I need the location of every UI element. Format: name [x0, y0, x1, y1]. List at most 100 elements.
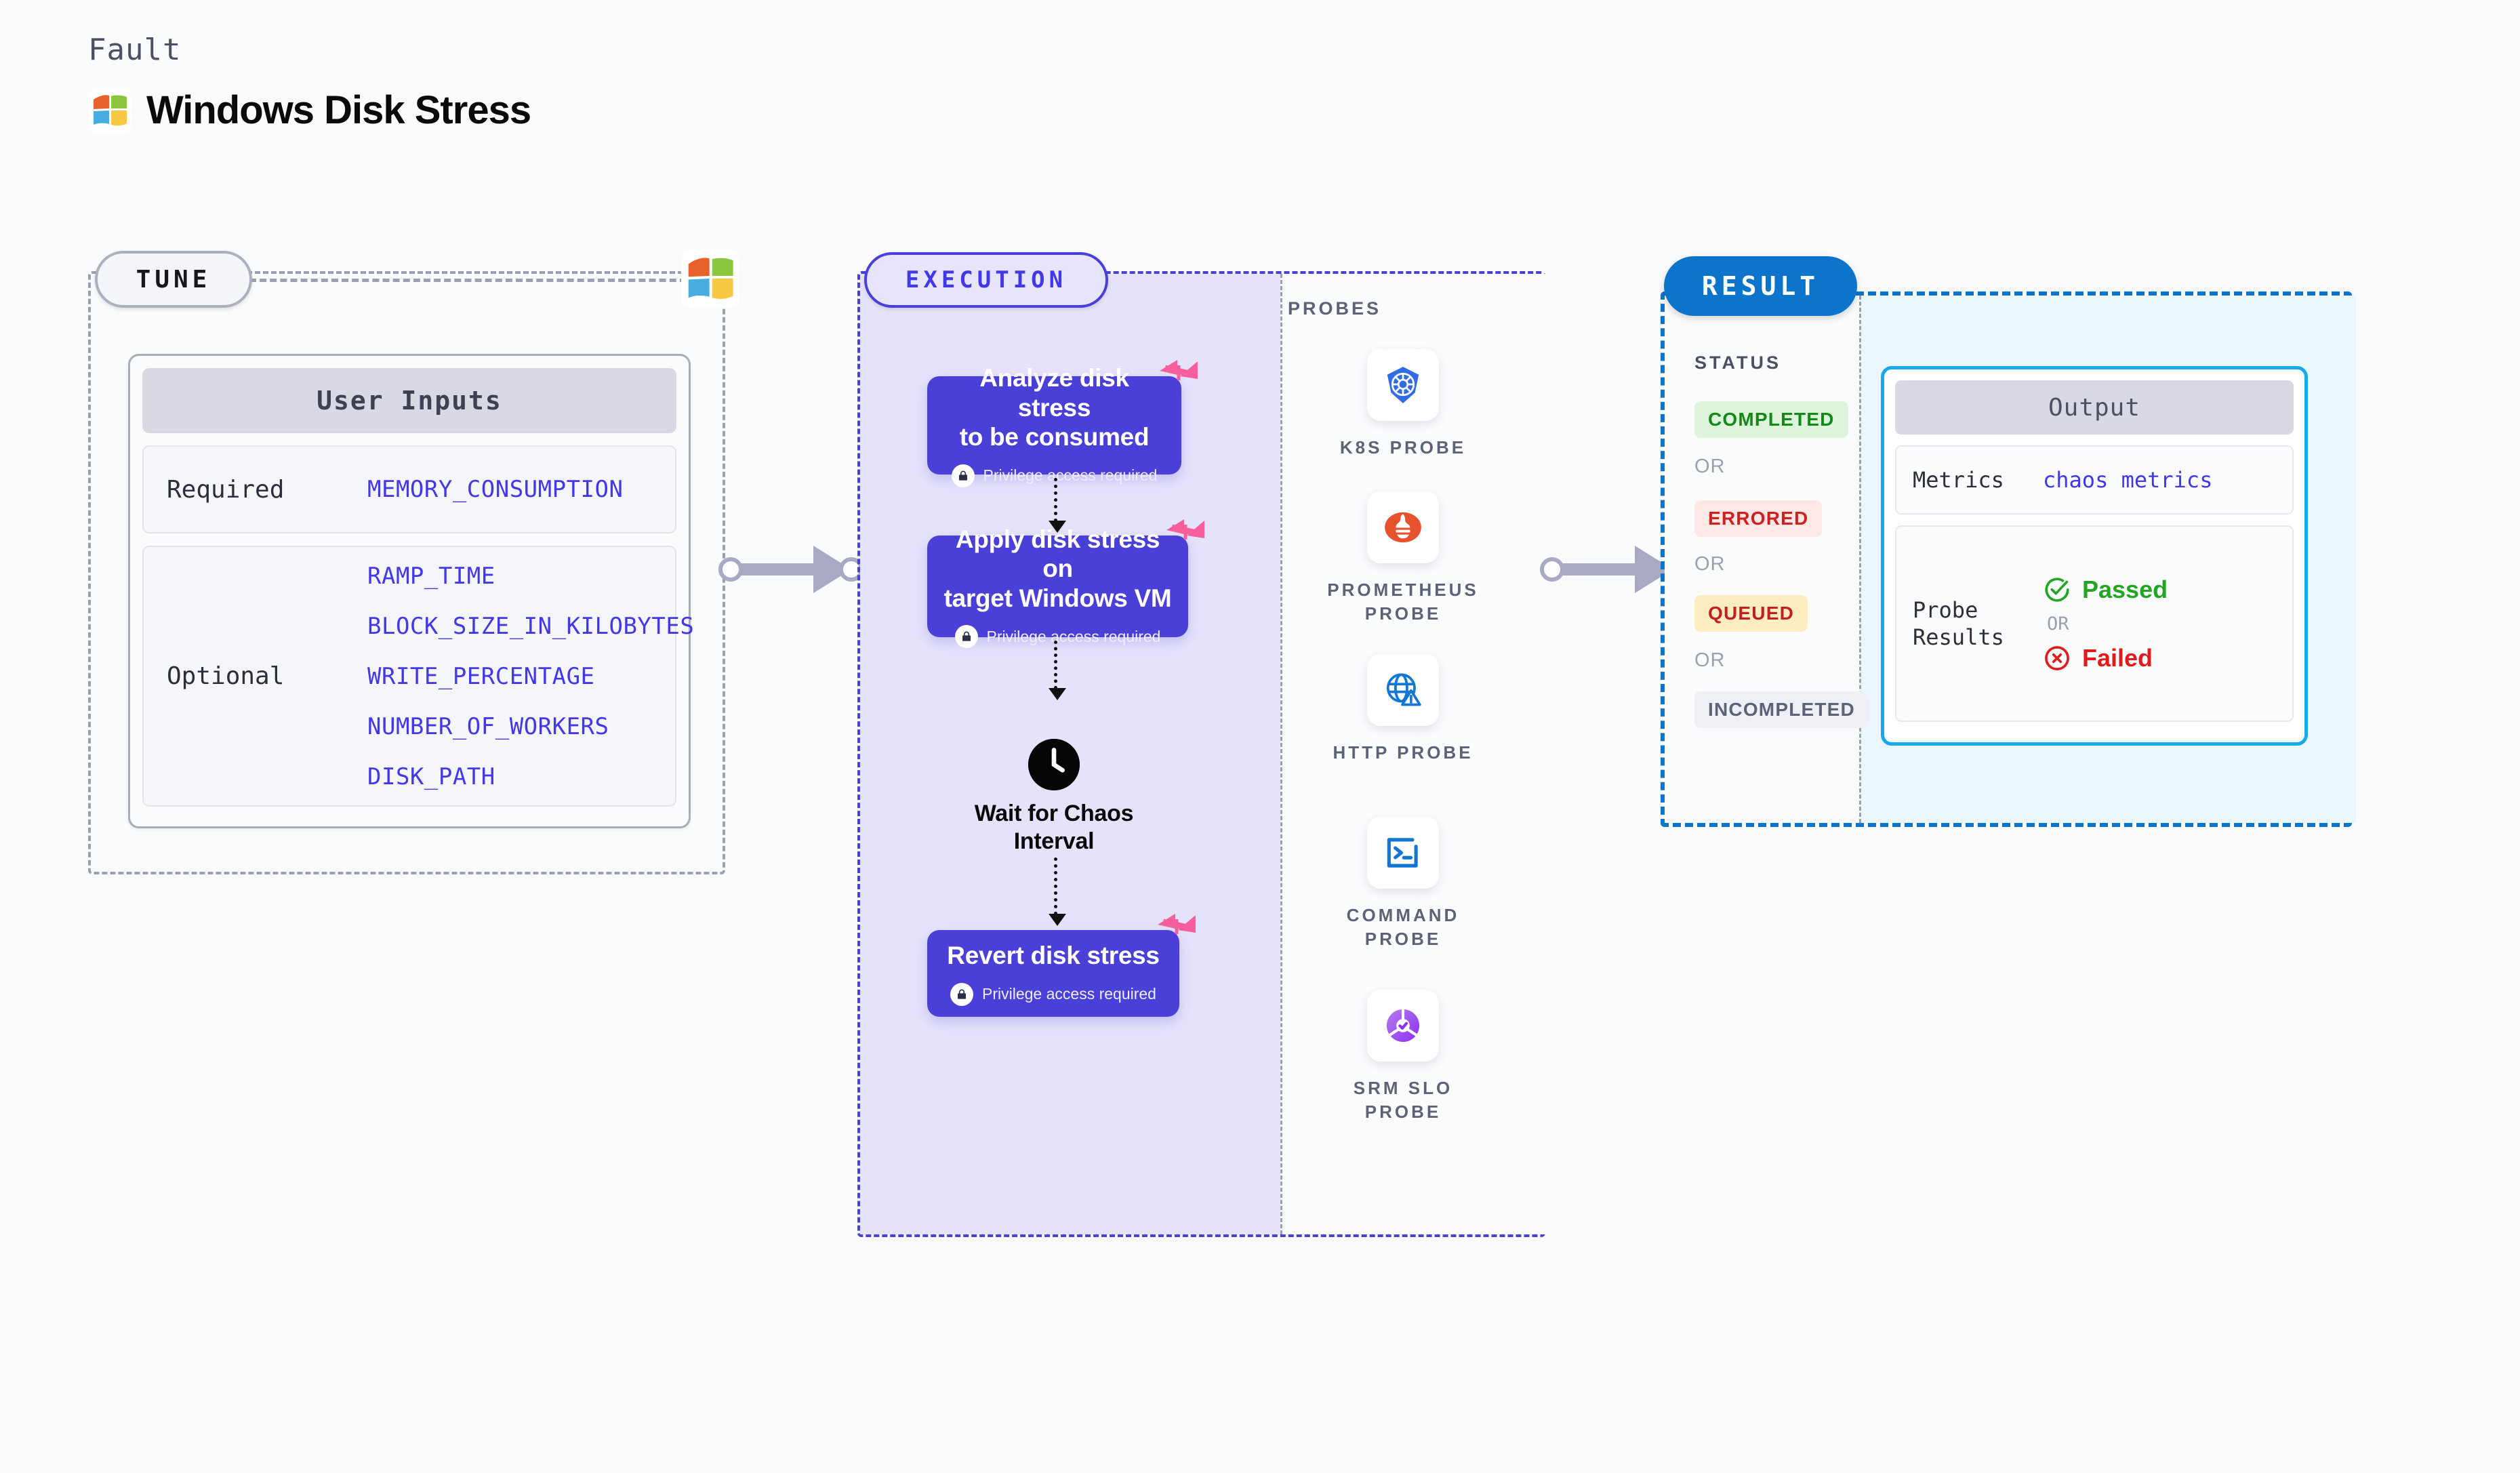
optional-label: Optional: [167, 662, 285, 690]
probe-label: PROMETHEUS PROBE: [1327, 578, 1478, 626]
step-title-line1: Apply disk stress on: [955, 525, 1160, 583]
tune-badge[interactable]: TUNE: [95, 251, 252, 308]
hub-ribbon-icon: [1166, 519, 1204, 540]
param-ramp-time[interactable]: RAMP_TIME: [367, 562, 495, 590]
lock-icon: [950, 982, 974, 1006]
probe-label: HTTP PROBE: [1333, 741, 1473, 765]
probe-label-line1: K8S PROBE: [1339, 437, 1467, 458]
step-apply-disk-stress[interactable]: Apply disk stress on target Windows VM P…: [927, 519, 1204, 649]
windows-logo-icon: [681, 249, 739, 308]
or-separator: OR: [1694, 456, 1726, 477]
privilege-note-label: Privilege access required: [986, 627, 1161, 645]
param-memory-consumption[interactable]: MEMORY_CONSUMPTION: [367, 476, 624, 503]
connector-1: [1049, 478, 1066, 533]
status-badge-errored: ERRORED: [1694, 500, 1823, 537]
wait-label-line2: Interval: [1013, 828, 1095, 854]
probe-result-failed: Failed: [2043, 644, 2168, 672]
step-title-line2: to be consumed: [959, 423, 1150, 451]
privilege-note: Privilege access required: [951, 464, 1158, 487]
probe-results-values: Passed OR Failed: [2043, 576, 2168, 672]
or-separator: OR: [1694, 649, 1726, 671]
hub-ribbon-icon: [1160, 360, 1198, 380]
privilege-note: Privilege access required: [950, 982, 1156, 1006]
fault-kicker: Fault: [88, 33, 182, 67]
required-values: MEMORY_CONSUMPTION: [367, 476, 623, 503]
tune-dash-connector: [249, 279, 697, 282]
probe-label-line1: HTTP PROBE: [1333, 742, 1474, 763]
step-title-line2: target Windows VM: [943, 584, 1172, 612]
execution-probes-background: [1280, 274, 1548, 1234]
page-header: Fault Windows Disk Stress: [88, 33, 531, 133]
wait-label-line1: Wait for Chaos: [974, 801, 1134, 826]
probe-http[interactable]: HTTP PROBE: [1301, 654, 1505, 765]
probe-results-row: Probe Results Passed OR Failed: [1895, 525, 2294, 722]
page-title: Windows Disk Stress: [146, 88, 531, 132]
probe-label: K8S PROBE: [1340, 436, 1466, 460]
lock-icon: [951, 464, 975, 487]
probe-label-line1: COMMAND: [1346, 905, 1460, 925]
http-globe-icon: [1367, 654, 1439, 726]
connector-3: [1049, 857, 1066, 926]
check-circle-icon: [2045, 577, 2069, 602]
lock-icon: [954, 625, 978, 649]
kubernetes-icon: [1367, 349, 1439, 421]
result-badge[interactable]: RESULT: [1664, 256, 1857, 316]
hub-ribbon-icon: [1158, 914, 1196, 934]
user-inputs-card: User Inputs Required MEMORY_CONSUMPTION …: [128, 354, 694, 828]
probe-command[interactable]: COMMAND PROBE: [1301, 817, 1505, 951]
probe-result-passed: Passed: [2043, 576, 2168, 604]
execution-badge[interactable]: EXECUTION: [864, 252, 1108, 308]
status-badge-completed: COMPLETED: [1694, 401, 1848, 438]
title-row: Windows Disk Stress: [88, 87, 531, 133]
optional-values: RAMP_TIME BLOCK_SIZE_IN_KILOBYTES WRITE_…: [367, 563, 694, 790]
optional-inputs-group: Optional RAMP_TIME BLOCK_SIZE_IN_KILOBYT…: [142, 546, 694, 807]
probe-srm-slo[interactable]: SRM SLO PROBE: [1301, 990, 1505, 1124]
flow-arrow-tune-to-execution: [718, 546, 864, 593]
step-analyze-disk-stress[interactable]: Analyze disk stress to be consumed Privi…: [927, 360, 1198, 487]
step-title-line1: Revert disk stress: [947, 942, 1160, 970]
required-inputs-group: Required MEMORY_CONSUMPTION: [142, 445, 676, 533]
probe-results-label-line1: Probe: [1913, 597, 1978, 623]
param-disk-path[interactable]: DISK_PATH: [367, 763, 495, 790]
param-write-percentage[interactable]: WRITE_PERCENTAGE: [367, 662, 595, 690]
probe-label-line2: PROBE: [1364, 929, 1442, 950]
param-number-of-workers[interactable]: NUMBER_OF_WORKERS: [367, 712, 609, 740]
connector-2: [1049, 641, 1066, 700]
tune-panel: User Inputs Required MEMORY_CONSUMPTION …: [88, 271, 725, 874]
probe-label-line2: PROBE: [1364, 603, 1442, 624]
wait-for-chaos-interval-label: Wait for Chaos Interval: [912, 800, 1196, 855]
prometheus-icon: [1367, 491, 1439, 563]
probe-k8s[interactable]: K8S PROBE: [1301, 349, 1505, 460]
probe-label-line2: PROBE: [1364, 1102, 1442, 1123]
metrics-row: Metrics chaos metrics: [1895, 445, 2294, 514]
metrics-label: Metrics: [1913, 467, 2004, 493]
privilege-note-label: Privilege access required: [983, 466, 1158, 485]
x-circle-icon: [2045, 645, 2069, 670]
srm-slo-icon: [1367, 990, 1439, 1062]
result-status-column: [1665, 296, 1861, 823]
status-title: STATUS: [1694, 352, 1781, 373]
or-separator: OR: [1694, 553, 1726, 575]
param-block-size-in-kilobytes[interactable]: BLOCK_SIZE_IN_KILOBYTES: [367, 612, 695, 640]
probe-result-failed-label: Failed: [2082, 643, 2153, 672]
probes-title: PROBES: [1288, 298, 1382, 319]
metrics-value[interactable]: chaos metrics: [2043, 467, 2213, 493]
probe-label: COMMAND PROBE: [1347, 904, 1460, 951]
probe-results-label-line2: Results: [1913, 624, 2004, 650]
probe-results-or: OR: [2047, 613, 2069, 634]
probe-label-line1: PROMETHEUS: [1327, 580, 1479, 600]
step-title-line1: Analyze disk stress: [979, 364, 1129, 422]
windows-logo-icon: [88, 88, 131, 132]
privilege-note-label: Privilege access required: [982, 985, 1156, 1003]
probe-results-label: Probe Results: [1913, 597, 2043, 651]
privilege-note: Privilege access required: [954, 625, 1161, 649]
probe-label: SRM SLO PROBE: [1354, 1076, 1452, 1124]
status-badge-incompleted: INCOMPLETED: [1694, 691, 1869, 728]
probe-label-line1: SRM SLO: [1353, 1078, 1453, 1098]
probe-prometheus[interactable]: PROMETHEUS PROBE: [1301, 491, 1505, 626]
output-title: Output: [1895, 380, 2294, 435]
probe-result-passed-label: Passed: [2082, 575, 2168, 603]
output-card: Output Metrics chaos metrics Probe Resul…: [1881, 366, 2308, 746]
user-inputs-title: User Inputs: [142, 368, 676, 433]
step-revert-disk-stress[interactable]: Revert disk stress Privilege access requ…: [927, 914, 1196, 1017]
